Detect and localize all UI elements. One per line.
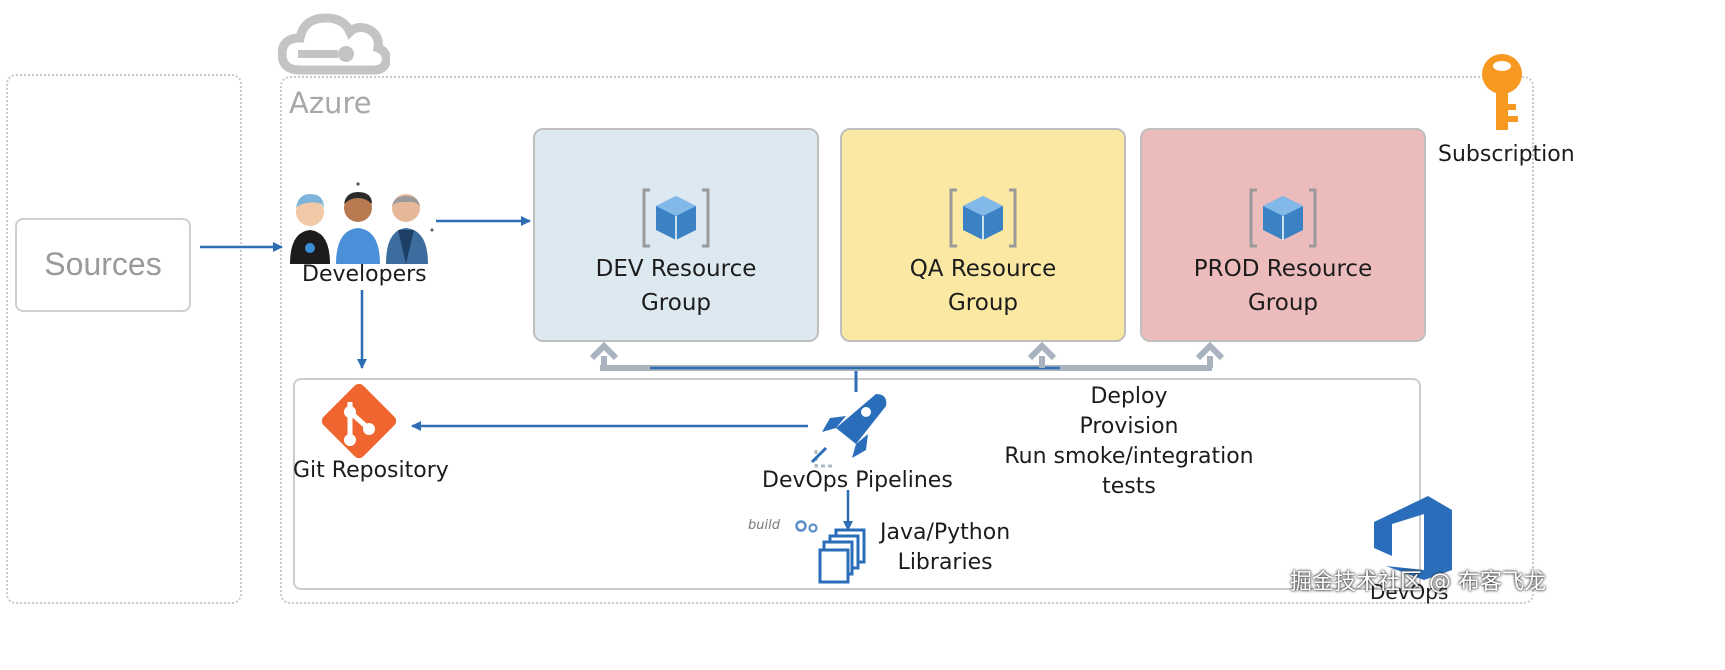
qa-rg-line1: QA Resource: [909, 256, 1057, 282]
prod-resource-group[interactable]: PROD Resource Group: [1140, 128, 1426, 342]
qa-rg-line2: Group: [947, 290, 1019, 316]
git-icon[interactable]: [314, 376, 404, 466]
provision-line: Provision: [1079, 414, 1179, 439]
deploy-dev-arrow: [589, 341, 619, 368]
prod-rg-line2: Group: [1247, 290, 1319, 316]
subscription-label: Subscription: [1438, 142, 1575, 167]
libraries-icon: [818, 528, 866, 584]
azure-label: Azure: [289, 86, 372, 120]
build-label: build: [748, 518, 780, 533]
gear-icon: [795, 520, 818, 533]
deploy-prod-arrow: [1195, 341, 1225, 368]
sources-panel: [6, 74, 242, 604]
libraries-line1: Java/Python: [880, 520, 1011, 545]
dev-rg-line1: DEV Resource: [595, 256, 757, 282]
developers-avatars-icon[interactable]: [286, 180, 436, 264]
watermark: 掘金技术社区 @ 布客飞龙: [1290, 570, 1546, 595]
dev-resource-group[interactable]: DEV Resource Group: [533, 128, 819, 342]
deploy-qa-arrow: [1027, 341, 1057, 368]
developers-label: Developers: [302, 262, 427, 287]
resource-group-icon: [1249, 188, 1317, 248]
prod-rg-line1: PROD Resource: [1193, 256, 1373, 282]
devops-pipelines-label: DevOps Pipelines: [762, 468, 953, 493]
libraries-line2: Libraries: [897, 550, 993, 575]
azure-devops-logo-icon: [1374, 496, 1452, 580]
tests-line: Run smoke/integration tests: [1004, 444, 1254, 499]
deploy-line: Deploy: [1090, 384, 1168, 409]
deploy-description: Deploy Provision Run smoke/integration t…: [978, 382, 1280, 502]
qa-resource-group[interactable]: QA Resource Group: [840, 128, 1126, 342]
azure-panel: [280, 76, 1534, 604]
devops-label: DevOps: [1370, 580, 1449, 604]
sources-label: Sources: [44, 246, 162, 282]
sources-box[interactable]: Sources: [15, 218, 191, 312]
dev-rg-line2: Group: [640, 290, 712, 316]
git-repository-label: Git Repository: [293, 458, 449, 483]
pipelines-rocket-icon[interactable]: [806, 388, 890, 468]
azure-cloud-icon: [278, 13, 390, 75]
resource-group-icon: [642, 188, 710, 248]
resource-group-icon: [949, 188, 1017, 248]
key-icon: [1482, 54, 1522, 130]
libraries-label: Java/Python Libraries: [880, 518, 1010, 578]
